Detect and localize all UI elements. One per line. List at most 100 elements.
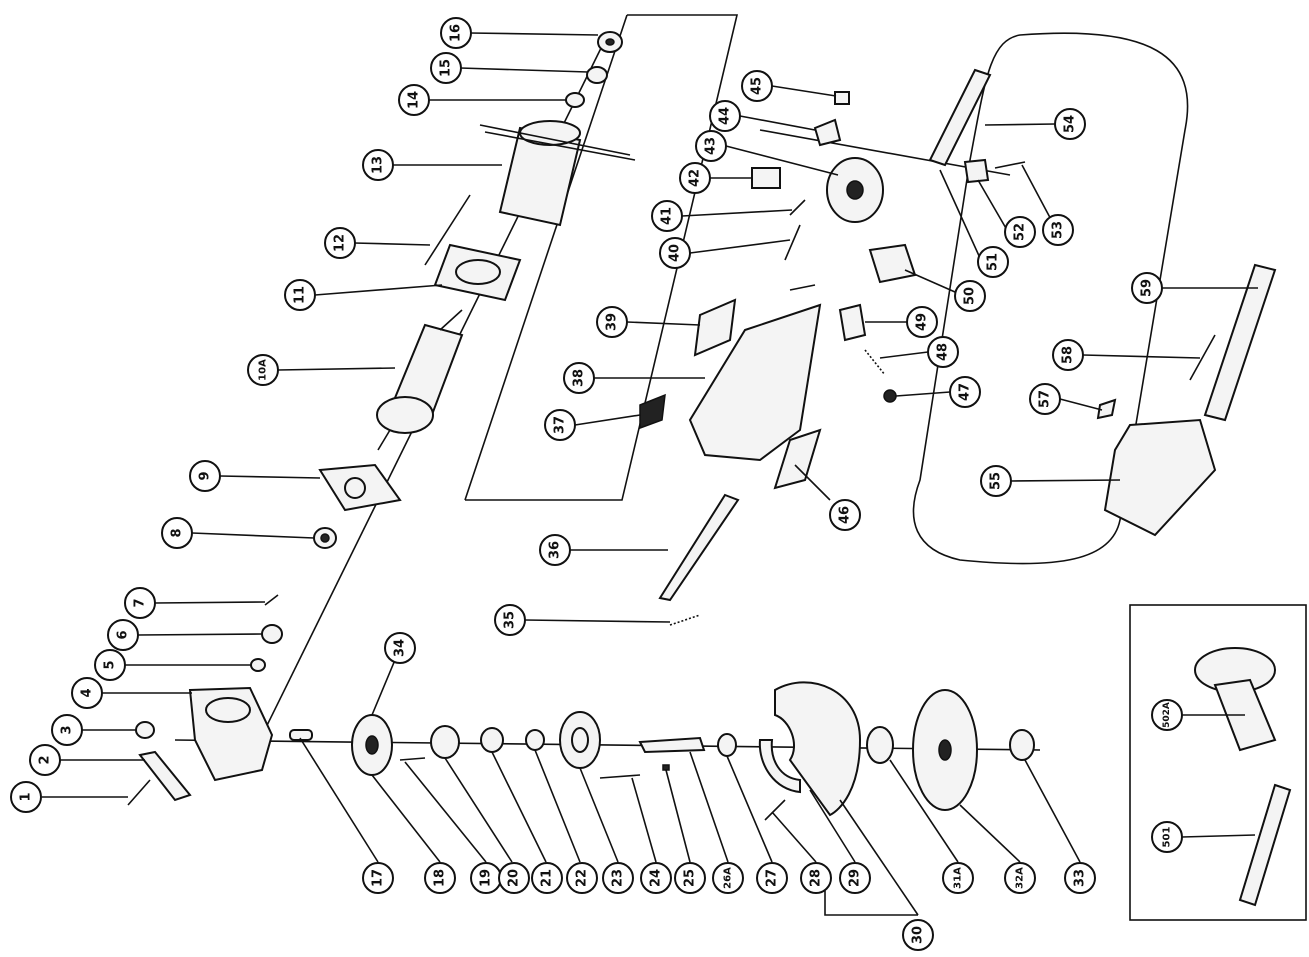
callout-59: 59 bbox=[1131, 272, 1163, 304]
bearing-22 bbox=[525, 729, 545, 751]
leader-lines bbox=[42, 32, 1258, 916]
switch-50 bbox=[868, 243, 917, 284]
callout-label: 41 bbox=[660, 207, 675, 225]
cord-54 bbox=[928, 68, 992, 167]
nut-5 bbox=[250, 658, 266, 672]
screw-53 bbox=[994, 161, 1026, 169]
side-handle-502a bbox=[1194, 647, 1277, 752]
label-46 bbox=[773, 428, 822, 490]
gear-cover-4 bbox=[188, 686, 274, 782]
callout-54: 54 bbox=[1054, 108, 1086, 140]
label-37 bbox=[639, 393, 666, 430]
pin-41 bbox=[789, 199, 806, 216]
washer-15 bbox=[586, 66, 608, 84]
callout-36: 36 bbox=[539, 534, 571, 566]
callout-44: 44 bbox=[709, 100, 741, 132]
pinion-6 bbox=[261, 624, 283, 644]
callout-label: 22 bbox=[575, 869, 590, 887]
callout-label: 51 bbox=[986, 253, 1001, 271]
callout-label: 31A bbox=[953, 867, 964, 889]
callout-label: 38 bbox=[572, 369, 587, 387]
callout-19: 19 bbox=[470, 862, 502, 894]
callout-label: 26A bbox=[723, 867, 734, 889]
screw-45 bbox=[834, 91, 850, 105]
callout-label: 54 bbox=[1063, 115, 1078, 133]
callout-11: 11 bbox=[284, 279, 316, 311]
wrench-501 bbox=[1238, 783, 1292, 907]
callout-47: 47 bbox=[949, 376, 981, 408]
callout-50: 50 bbox=[954, 280, 986, 312]
callout-9: 9 bbox=[189, 460, 221, 492]
callout-31a: 31A bbox=[942, 862, 974, 894]
callout-label: 47 bbox=[958, 383, 973, 401]
callout-label: 32A bbox=[1015, 867, 1026, 889]
callout-40: 40 bbox=[659, 237, 691, 269]
callout-39: 39 bbox=[596, 306, 628, 338]
callout-2: 2 bbox=[29, 744, 61, 776]
brush-holder-43 bbox=[826, 157, 884, 223]
bearing-16 bbox=[597, 31, 623, 53]
callout-4: 4 bbox=[71, 677, 103, 709]
armature-10a bbox=[376, 309, 464, 451]
callout-label: 35 bbox=[503, 611, 518, 629]
callout-23: 23 bbox=[602, 862, 634, 894]
tail-cover-55 bbox=[1103, 418, 1217, 537]
callout-58: 58 bbox=[1052, 339, 1084, 371]
callout-label: 502A bbox=[1162, 702, 1172, 728]
bearing-holder-9 bbox=[318, 463, 402, 512]
callout-57: 57 bbox=[1029, 383, 1061, 415]
cord-clip-52 bbox=[963, 158, 990, 184]
lock-nut-33 bbox=[1009, 729, 1035, 761]
callout-25: 25 bbox=[674, 862, 706, 894]
callout-41: 41 bbox=[651, 200, 683, 232]
callout-label: 28 bbox=[809, 869, 824, 887]
callout-10a: 10A bbox=[247, 354, 279, 386]
callout-label: 5 bbox=[103, 660, 118, 669]
callout-label: 39 bbox=[605, 313, 620, 331]
callout-48: 48 bbox=[927, 336, 959, 368]
callout-7: 7 bbox=[124, 587, 156, 619]
screw-19 bbox=[399, 757, 426, 761]
washer-20 bbox=[430, 725, 460, 759]
wheel-guard-30 bbox=[758, 681, 862, 817]
callout-label: 2 bbox=[38, 755, 53, 764]
callout-label: 40 bbox=[668, 244, 683, 262]
callout-label: 7 bbox=[133, 598, 148, 607]
callout-1: 1 bbox=[10, 781, 42, 813]
callout-label: 37 bbox=[553, 416, 568, 434]
callout-label: 21 bbox=[540, 869, 555, 887]
callout-label: 20 bbox=[507, 869, 522, 887]
callout-45: 45 bbox=[741, 70, 773, 102]
callout-32a: 32A bbox=[1004, 862, 1036, 894]
wheel-washer-31a bbox=[866, 726, 894, 764]
callout-12: 12 bbox=[324, 227, 356, 259]
callout-43: 43 bbox=[695, 130, 727, 162]
callout-16: 16 bbox=[440, 17, 472, 49]
key-25 bbox=[662, 764, 670, 771]
callout-label: 6 bbox=[116, 630, 131, 639]
screw-1 bbox=[127, 779, 151, 806]
callout-51: 51 bbox=[977, 246, 1009, 278]
cap-47 bbox=[883, 389, 897, 403]
callout-label: 13 bbox=[371, 156, 386, 174]
callout-53: 53 bbox=[1042, 214, 1074, 246]
brush-cap-44 bbox=[813, 118, 842, 147]
callout-label: 27 bbox=[765, 869, 780, 887]
callout-label: 18 bbox=[433, 869, 448, 887]
callout-24: 24 bbox=[640, 862, 672, 894]
callout-37: 37 bbox=[544, 409, 576, 441]
callout-label: 11 bbox=[293, 286, 308, 304]
callout-27: 27 bbox=[756, 862, 788, 894]
callout-label: 501 bbox=[1162, 827, 1173, 848]
callout-22: 22 bbox=[566, 862, 598, 894]
screw-7 bbox=[264, 594, 279, 606]
label-57 bbox=[1096, 398, 1117, 420]
callout-42: 42 bbox=[679, 162, 711, 194]
noise-suppressor-49 bbox=[838, 303, 867, 342]
screw-28 bbox=[764, 799, 786, 821]
callout-52: 52 bbox=[1004, 216, 1036, 248]
callout-label: 46 bbox=[838, 506, 853, 524]
bearing-8 bbox=[313, 527, 337, 549]
callout-15: 15 bbox=[430, 52, 462, 84]
callout-label: 36 bbox=[548, 541, 563, 559]
